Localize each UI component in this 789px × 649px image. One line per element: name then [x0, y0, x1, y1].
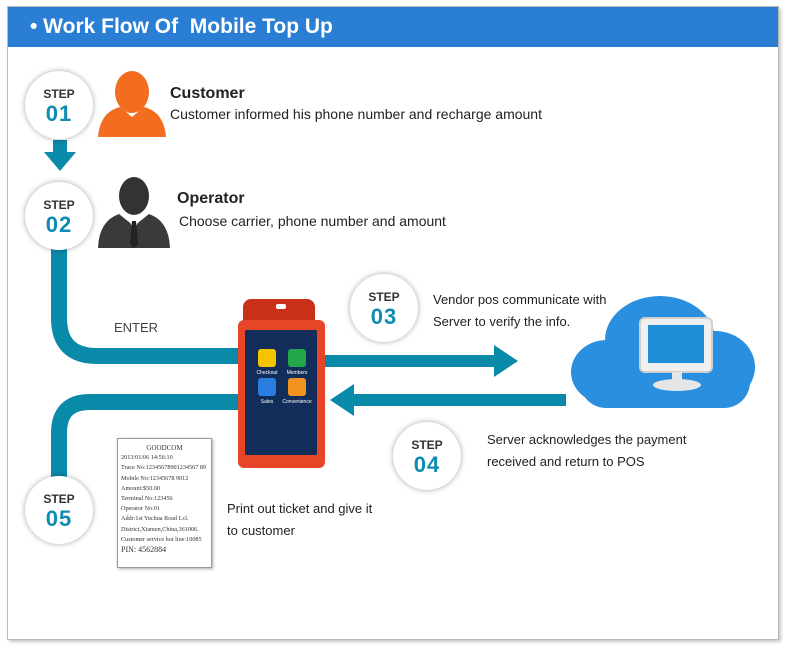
- cloud-server-icon: [571, 296, 755, 408]
- receipt-line: 2013/01/06 14:56:10: [121, 454, 173, 462]
- arrow-pos-to-server-shaft: [320, 355, 495, 367]
- receipt-icon: GOODCOM 2013/01/06 14:56:10 Trace No:123…: [117, 438, 212, 568]
- customer-person-icon: [98, 71, 166, 137]
- receipt-line: District,Xiamen,China,361006.: [121, 525, 199, 533]
- step-05-description: Print out ticket and give it to customer: [227, 501, 373, 538]
- step-number: 01: [45, 101, 73, 126]
- pos-app-sales-label: Sales: [261, 399, 274, 405]
- step-01-description: Customer informed his phone number and r…: [170, 106, 542, 122]
- step-number: 04: [413, 452, 441, 477]
- receipt-line: Terminal No:123456: [121, 495, 173, 503]
- receipt-line: Addr:1st Yuchua Road Lcl.: [121, 515, 189, 523]
- step-02-title: Operator: [177, 190, 245, 207]
- pos-app-sales-tile: [258, 378, 276, 396]
- pos-app-members-label: Members: [287, 370, 308, 376]
- step-02-description: Choose carrier, phone number and amount: [179, 213, 446, 229]
- pos-app-members-tile: [288, 349, 306, 367]
- step-03-description: Vendor pos communicate with Server to ve…: [433, 292, 607, 329]
- connector-arrow-head: [44, 152, 76, 171]
- pos-app-convenience-label: Convenience: [282, 399, 311, 405]
- page-title: • Work Flow Of Mobile Top Up: [30, 15, 333, 38]
- step-word: STEP: [411, 438, 443, 452]
- step-03-badge: STEP 03: [350, 274, 418, 342]
- step-01-badge: STEP 01: [25, 71, 93, 139]
- flow-pipe-pos-to-step5: [51, 394, 240, 478]
- pos-app-checkout-label: Checkout: [256, 370, 278, 376]
- step-01-title: Customer: [170, 85, 245, 102]
- receipt-line: Mobile No:12345678 9012: [121, 474, 189, 482]
- arrow-pos-to-server-head: [494, 345, 518, 377]
- pos-terminal-icon: Checkout Members Sales Convenience: [238, 299, 325, 468]
- step-02-badge: STEP 02: [25, 182, 93, 250]
- step-word: STEP: [43, 492, 75, 506]
- receipt-line: Amount:$50.00: [121, 484, 161, 492]
- arrow-server-to-pos-shaft: [353, 394, 566, 406]
- step-05-badge: STEP 05: [25, 476, 93, 544]
- receipt-header: GOODCOM: [146, 444, 183, 452]
- connector-arrow-shaft: [53, 140, 67, 155]
- operator-businessman-icon: [98, 177, 170, 248]
- step-number: 05: [45, 506, 73, 531]
- enter-label: ENTER: [114, 320, 159, 335]
- pos-app-convenience-tile: [288, 378, 306, 396]
- receipt-line: Operator No:01: [121, 505, 161, 513]
- pos-app-checkout-tile: [258, 349, 276, 367]
- step-04-badge: STEP 04: [393, 422, 461, 490]
- header-bar: • Work Flow Of Mobile Top Up: [8, 7, 778, 47]
- step-word: STEP: [368, 290, 400, 304]
- step-word: STEP: [43, 198, 75, 212]
- receipt-line: Trace No:12345678901234567 89: [121, 464, 207, 472]
- step-number: 02: [45, 212, 73, 237]
- step-04-description: Server acknowledges the payment received…: [487, 432, 687, 469]
- receipt-pin: PIN: 4562884: [121, 545, 167, 555]
- receipt-line: Customer service hot line:10085: [121, 535, 202, 543]
- step-number: 03: [370, 304, 398, 329]
- step-word: STEP: [43, 87, 75, 101]
- flow-pipe-step2-to-pos: [51, 236, 240, 364]
- arrow-server-to-pos-head: [330, 384, 354, 416]
